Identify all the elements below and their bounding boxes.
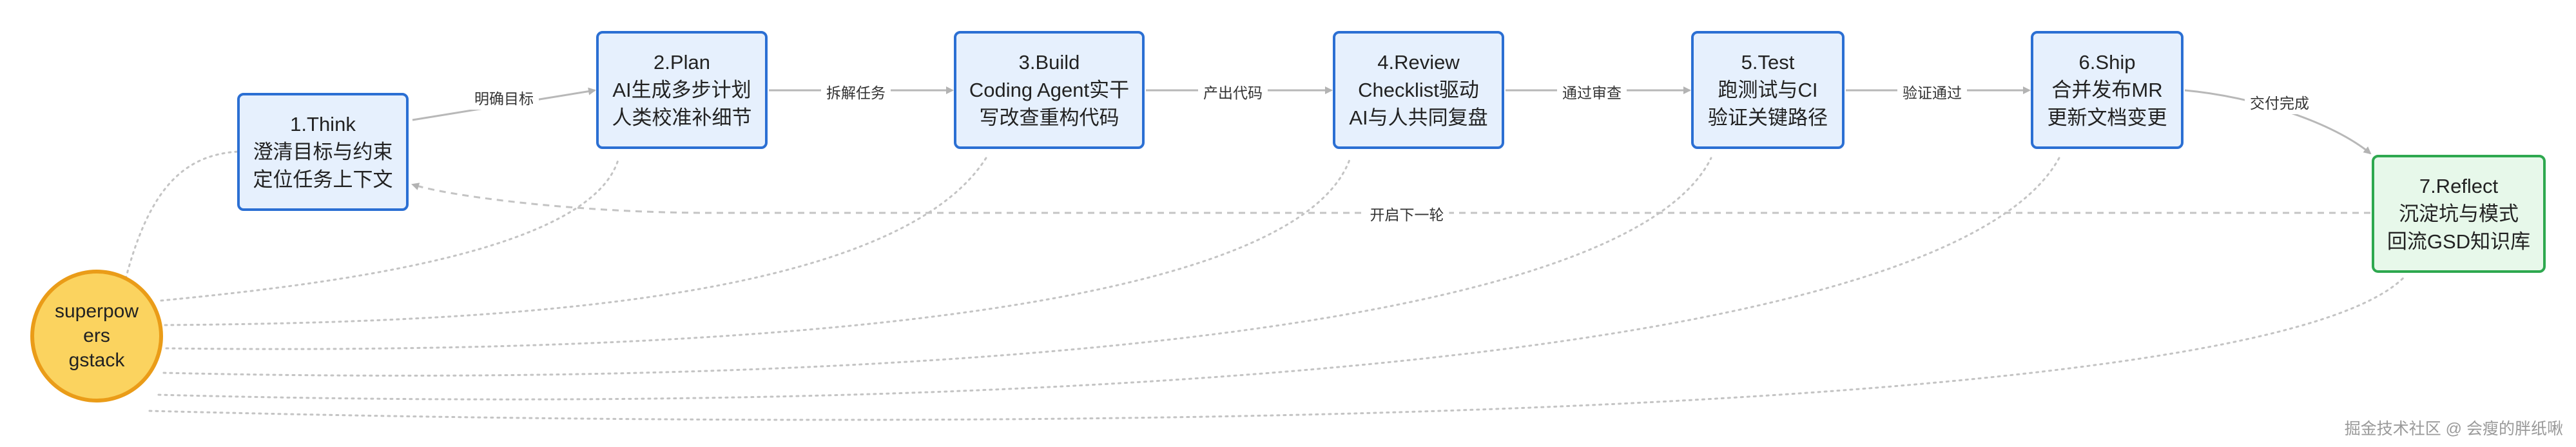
node-review-line1: Checklist驱动 <box>1358 79 1479 101</box>
node-think-line1: 澄清目标与约束 <box>253 141 393 163</box>
edge-label-think-plan: 明确目标 <box>469 85 539 110</box>
node-reflect-line2: 回流GSD知识库 <box>2387 230 2531 253</box>
edge-reflect-think <box>411 183 2370 214</box>
node-plan-title: 2.Plan <box>654 51 710 74</box>
node-test: 5.Test 跑测试与CI 验证关键路径 <box>1691 31 1845 149</box>
hub-circle: superpow ers gstack <box>30 270 163 402</box>
edge-label-plan-build: 拆解任务 <box>821 79 891 104</box>
node-build-line2: 写改查重构代码 <box>979 106 1119 129</box>
hub-link-test <box>162 157 1712 377</box>
node-ship-line1: 合并发布MR <box>2051 79 2163 101</box>
node-test-line1: 跑测试与CI <box>1718 79 1818 101</box>
node-test-title: 5.Test <box>1741 51 1795 74</box>
node-think-title: 1.Think <box>290 113 356 135</box>
node-build-line1: Coding Agent实干 <box>969 79 1130 101</box>
hub-link-reflect <box>148 276 2405 421</box>
edge-label-reflect-think: 开启下一轮 <box>1364 201 1449 226</box>
hub-link-build <box>164 157 987 326</box>
edge-label-ship-reflect: 交付完成 <box>2245 90 2314 114</box>
node-plan-line1: AI生成多步计划 <box>612 79 751 101</box>
hub-line3: gstack <box>68 350 125 371</box>
node-reflect-line1: 沉淀坑与模式 <box>2399 203 2519 225</box>
node-build-title: 3.Build <box>1018 51 1080 74</box>
node-reflect-title: 7.Reflect <box>2419 175 2499 197</box>
node-review-line2: AI与人共同复盘 <box>1349 106 1488 129</box>
node-plan: 2.Plan AI生成多步计划 人类校准补细节 <box>596 31 768 149</box>
node-review: 4.Review Checklist驱动 AI与人共同复盘 <box>1333 31 1504 149</box>
hub-link-review <box>165 157 1351 350</box>
node-think-line2: 定位任务上下文 <box>253 168 393 191</box>
edge-label-build-review: 产出代码 <box>1198 79 1268 104</box>
node-ship-line2: 更新文档变更 <box>2047 106 2167 129</box>
hub-line2: ers <box>83 325 110 346</box>
hub-line1: superpow <box>54 301 139 322</box>
node-test-line2: 验证关键路径 <box>1708 106 1828 129</box>
node-review-title: 4.Review <box>1377 51 1460 74</box>
node-ship-title: 6.Ship <box>2078 51 2136 74</box>
node-reflect: 7.Reflect 沉淀坑与模式 回流GSD知识库 <box>2372 155 2546 273</box>
node-ship: 6.Ship 合并发布MR 更新文档变更 <box>2031 31 2184 149</box>
edge-label-review-test: 通过审查 <box>1557 79 1627 104</box>
node-build: 3.Build Coding Agent实干 写改查重构代码 <box>954 31 1145 149</box>
hub-link-ship <box>157 157 2060 401</box>
node-think: 1.Think 澄清目标与约束 定位任务上下文 <box>237 93 409 211</box>
hub-link-think <box>124 150 240 280</box>
hub-link-plan <box>160 157 620 302</box>
node-plan-line2: 人类校准补细节 <box>612 106 752 129</box>
watermark: 掘金技术社区 @ 会瘦的胖纸啾 <box>2344 420 2563 438</box>
edge-label-test-ship: 验证通过 <box>1897 79 1967 104</box>
